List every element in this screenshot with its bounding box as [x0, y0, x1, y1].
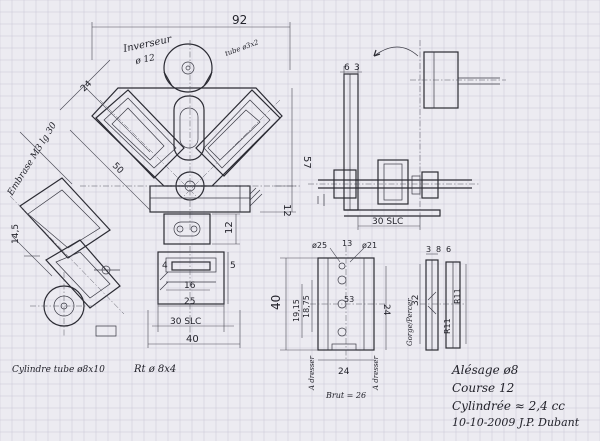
dim-32: 32	[411, 295, 421, 306]
dim-50: 50	[110, 161, 125, 176]
dim-53: 53	[344, 295, 354, 304]
label-inverseur: Inverseur	[121, 34, 173, 55]
dim-left-24: 24	[79, 79, 94, 94]
dim-6-b: 6	[446, 245, 451, 254]
title-block: Alésage ø8 Course 12 Cylindrée ≈ 2,4 cc …	[451, 363, 580, 429]
main-v-assembly	[59, 22, 300, 232]
dim-30-slc-right: 30 SLC	[372, 217, 403, 227]
dim-21-dia: ø21	[362, 241, 377, 250]
dim-6: 6	[344, 63, 350, 73]
label-inverseur-dia: ø 12	[134, 53, 157, 67]
dim-8: 8	[436, 245, 441, 254]
dim-12-b: 12	[224, 221, 235, 234]
flat-plate-part	[280, 246, 387, 361]
title-cylindree: Cylindrée ≈ 2,4 cc	[452, 399, 565, 413]
title-date-author: 10-10-2009 J.P. Dubant	[452, 416, 580, 429]
dim-40-left: 40	[269, 295, 283, 310]
tilted-cylinder	[9, 131, 125, 337]
title-course: Course 12	[452, 381, 514, 395]
right-small-part	[419, 253, 467, 351]
side-view	[308, 40, 506, 230]
label-rt: Rt ø 8x4	[133, 364, 176, 375]
dim-4: 4	[162, 261, 168, 271]
dim-18-75: 18,75	[302, 295, 311, 318]
label-cylindre-tube: Cylindre tube ø8x10	[12, 365, 105, 375]
dim-r11-b: R11	[443, 318, 452, 334]
dim-40-bottom: 40	[186, 334, 199, 345]
dim-12-a: 12	[281, 204, 292, 217]
dimension-labels: 92 24 57 12 6 3 30 SLC 50 14,5 12 16 25 …	[11, 13, 462, 377]
dim-24-bottom: 24	[338, 367, 350, 377]
label-gorge: Gorge/Percer	[406, 298, 414, 346]
dim-5: 5	[230, 261, 236, 271]
dim-30-slc-mid: 30 SLC	[170, 317, 201, 327]
dim-3-b: 3	[426, 245, 431, 254]
central-lower-part	[147, 213, 241, 348]
inverseur-disc	[163, 43, 213, 93]
dim-height-57: 57	[301, 156, 312, 169]
dim-25-dia: ø25	[312, 241, 327, 250]
label-a-dresser-2: A dresser	[372, 355, 380, 391]
dim-13: 13	[342, 239, 352, 248]
dim-16: 16	[184, 281, 196, 291]
dim-r11-a: R11	[453, 288, 462, 304]
label-embrayage: Embrase M3 lg 30	[6, 121, 60, 199]
title-alesage: Alésage ø8	[451, 363, 519, 377]
label-a-dresser-1: A dresser	[308, 355, 316, 391]
dim-14-5: 14,5	[11, 224, 21, 244]
dim-25: 25	[184, 297, 195, 307]
dim-top-width: 92	[232, 13, 247, 27]
label-brut: Brut = 26	[325, 391, 366, 400]
dim-3: 3	[354, 63, 360, 73]
dim-19-15: 19,15	[292, 299, 301, 322]
dim-24-side: 24	[381, 304, 391, 316]
